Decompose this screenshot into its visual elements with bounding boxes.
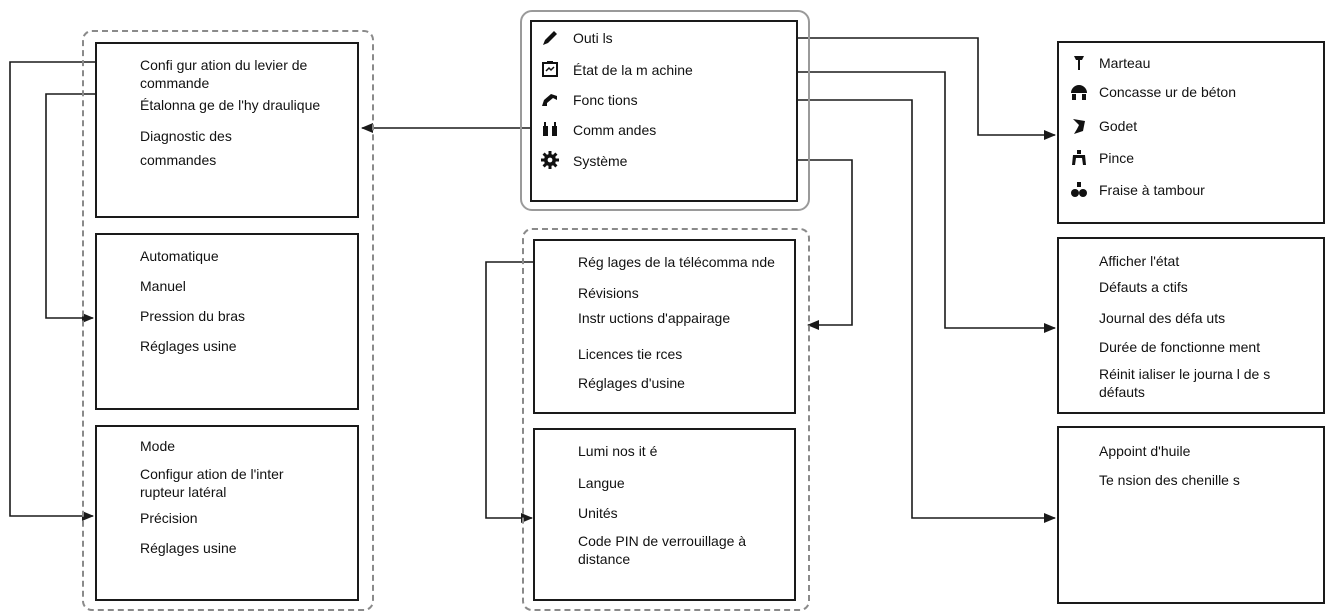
tool-concasseur[interactable]: Concasse ur de béton [1099, 84, 1236, 100]
menu-item-manuel[interactable]: Manuel [140, 278, 186, 294]
menu-item-config-levier[interactable]: Confi gur ation du levier de commande [140, 57, 308, 91]
function-tension-chenilles[interactable]: Te nsion des chenille s [1099, 472, 1240, 488]
concrete-crusher-icon [1070, 83, 1088, 101]
system-display-box: Lumi nos it é Langue Unités Code PIN de … [533, 428, 796, 601]
menu-item-pression-bras[interactable]: Pression du bras [140, 308, 246, 324]
menu-item-etalonnage[interactable]: Étalonna ge de l'hy draulique [140, 97, 321, 113]
state-defauts-actifs[interactable]: Défauts a ctifs [1099, 279, 1188, 295]
menu-item-reglages-usine-precision[interactable]: Réglages usine [140, 540, 237, 556]
commands-group [82, 30, 374, 611]
menu-item-luminosite[interactable]: Lumi nos it é [578, 443, 658, 459]
menu-item-reglages-telecommande[interactable]: Rég lages de la télécomma nde [578, 254, 775, 270]
state-journal-defauts[interactable]: Journal des défa uts [1099, 310, 1226, 326]
menu-item-mode[interactable]: Mode [140, 438, 176, 454]
commands-calibration-box: Confi gur ation du levier de commande Ét… [95, 42, 359, 218]
menu-item-precision[interactable]: Précision [140, 510, 198, 526]
menu-item-revisions[interactable]: Révisions [578, 285, 639, 301]
gear-icon [541, 151, 559, 169]
menu-item-etat-machine[interactable]: État de la m achine [573, 62, 693, 78]
menu-item-automatique[interactable]: Automatique [140, 248, 219, 264]
bucket-icon [1070, 117, 1088, 135]
commands-precision-box: Mode Configur ation de l'inter rupteur l… [95, 425, 359, 601]
tool-marteau[interactable]: Marteau [1099, 55, 1151, 71]
arrow-etat-to-state [796, 71, 1056, 333]
grapple-icon [1070, 149, 1088, 167]
menu-item-commandes[interactable]: Comm andes [573, 122, 657, 138]
menu-item-reglages-usine-mode[interactable]: Réglages usine [140, 338, 237, 354]
state-duree-fonctionnement[interactable]: Durée de fonctionne ment [1099, 339, 1261, 355]
drum-cutter-icon [1070, 181, 1088, 199]
arrow-fonctions-to-functions [796, 99, 1056, 523]
menu-item-systeme[interactable]: Système [573, 153, 628, 169]
menu-item-outils[interactable]: Outi ls [573, 30, 613, 46]
pencil-icon [541, 29, 559, 47]
function-appoint-huile[interactable]: Appoint d'huile [1099, 443, 1191, 459]
state-afficher-etat[interactable]: Afficher l'état [1099, 253, 1180, 269]
menu-item-diagnostic[interactable]: Diagnostic des commandes [140, 128, 232, 168]
excavator-arm-icon [541, 90, 559, 108]
remote-control-icon [541, 120, 559, 138]
menu-item-langue[interactable]: Langue [578, 475, 625, 491]
system-remote-box: Rég lages de la télécomma nde Révisions … [533, 239, 796, 414]
menu-item-config-interrupteur[interactable]: Configur ation de l'inter rupteur latéra… [140, 466, 284, 500]
system-group [522, 228, 810, 611]
commands-mode-box: Automatique Manuel Pression du bras Régl… [95, 233, 359, 410]
tools-box: Marteau Concasse ur de béton Godet Pince… [1057, 41, 1325, 224]
tool-fraise-tambour[interactable]: Fraise à tambour [1099, 182, 1205, 198]
main-menu-frame [520, 10, 810, 211]
hammer-icon [1070, 54, 1088, 72]
menu-item-licences[interactable]: Licences tie rces [578, 346, 683, 362]
arrow-outils-to-tools [796, 37, 1056, 140]
functions-box: Appoint d'huile Te nsion des chenille s [1057, 426, 1325, 604]
menu-item-fonctions[interactable]: Fonc tions [573, 92, 638, 108]
menu-item-unites[interactable]: Unités [578, 505, 618, 521]
state-box: Afficher l'état Défauts a ctifs Journal … [1057, 237, 1325, 414]
tool-godet[interactable]: Godet [1099, 118, 1138, 134]
tool-pince[interactable]: Pince [1099, 150, 1135, 166]
main-menu [530, 20, 798, 202]
menu-item-reglages-dusine[interactable]: Réglages d'usine [578, 375, 685, 391]
machine-state-icon [541, 60, 559, 78]
menu-item-instructions-appairage[interactable]: Instr uctions d'appairage [578, 310, 731, 326]
state-reinitialiser-journal[interactable]: Réinit ialiser le journa l de s défauts [1099, 366, 1271, 400]
menu-item-code-pin[interactable]: Code PIN de verrouillage à distance [578, 533, 747, 567]
